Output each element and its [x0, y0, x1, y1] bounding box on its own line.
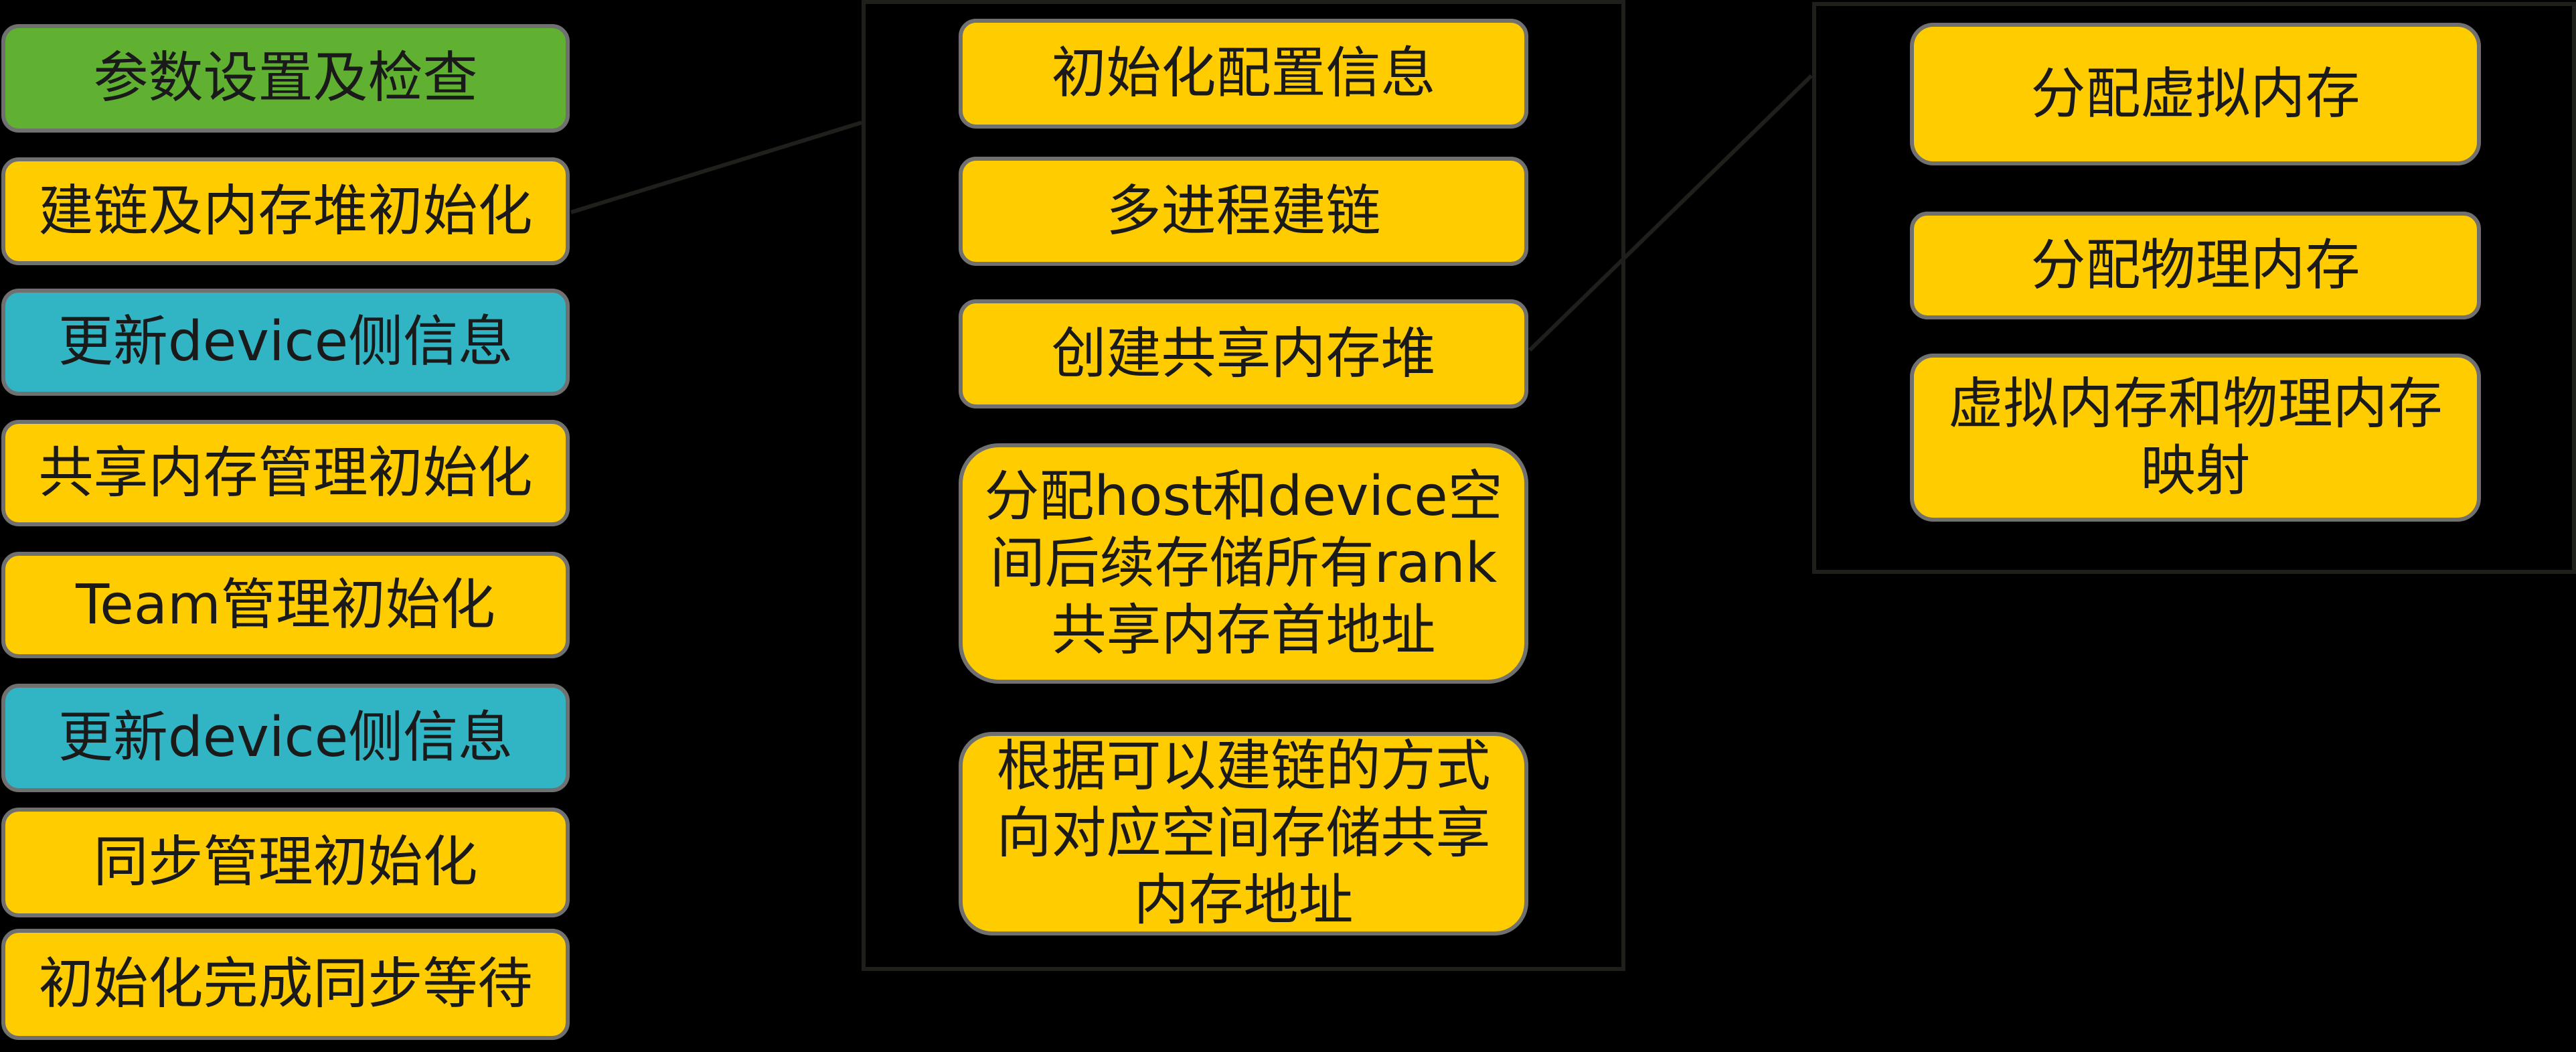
substep-map-virtual-physical: 虚拟内存和物理内存 映射 [1910, 354, 2481, 522]
step-update-device-info-2: 更新device侧信息 [1, 684, 570, 792]
substep-label: 分配虚拟内存 [2030, 62, 2360, 126]
step-update-device-info: 更新device侧信息 [1, 289, 570, 396]
substep-alloc-host-device-space: 分配host和device空 间后续存储所有rank 共享内存首地址 [959, 443, 1528, 684]
substep-label-line: 共享内存首地址 [1051, 598, 1436, 662]
substep-create-shared-heap: 创建共享内存堆 [959, 299, 1528, 408]
step-label: 更新device侧信息 [58, 706, 513, 769]
substep-store-shared-mem-addr: 根据可以建链的方式 向对应空间存储共享 内存地址 [959, 732, 1528, 935]
substep-label: 多进程建链 [1106, 179, 1381, 243]
substep-label-line: 分配host和device空 [984, 464, 1503, 528]
substep-label: 创建共享内存堆 [1051, 321, 1436, 386]
connector-heap-init-to-detail [570, 121, 862, 214]
heap-init-detail-group [862, 0, 1625, 971]
substep-label-line: 向对应空间存储共享 [996, 802, 1491, 865]
substep-label-line: 间后续存储所有rank [989, 531, 1498, 595]
substep-label-line: 内存地址 [1133, 869, 1354, 932]
step-label: 参数设置及检查 [93, 46, 478, 110]
substep-multiprocess-link: 多进程建链 [959, 157, 1528, 266]
shared-heap-detail-group [1812, 2, 2576, 574]
substep-label-line: 映射 [2140, 439, 2251, 503]
step-init-complete-sync-wait: 初始化完成同步等待 [1, 929, 570, 1040]
substep-label-line: 根据可以建链的方式 [996, 735, 1491, 798]
substep-alloc-virtual-mem: 分配虚拟内存 [1910, 23, 2481, 165]
substep-alloc-physical-mem: 分配物理内存 [1910, 212, 2481, 319]
step-label: 建链及内存堆初始化 [38, 179, 533, 243]
step-param-check: 参数设置及检查 [1, 24, 570, 133]
substep-label: 分配物理内存 [2030, 233, 2360, 297]
step-label: 同步管理初始化 [93, 830, 478, 894]
step-label: 共享内存管理初始化 [38, 441, 533, 505]
substep-init-config: 初始化配置信息 [959, 19, 1528, 129]
step-shared-mem-mgmt-init: 共享内存管理初始化 [1, 420, 570, 526]
step-link-and-heap-init: 建链及内存堆初始化 [1, 157, 570, 265]
step-label: Team管理初始化 [76, 573, 495, 637]
step-label: 初始化完成同步等待 [38, 952, 533, 1016]
step-sync-mgmt-init: 同步管理初始化 [1, 808, 570, 917]
step-label: 更新device侧信息 [58, 310, 513, 374]
substep-label: 初始化配置信息 [1051, 42, 1436, 105]
substep-label-line: 虚拟内存和物理内存 [1948, 372, 2443, 436]
step-team-mgmt-init: Team管理初始化 [1, 552, 570, 658]
